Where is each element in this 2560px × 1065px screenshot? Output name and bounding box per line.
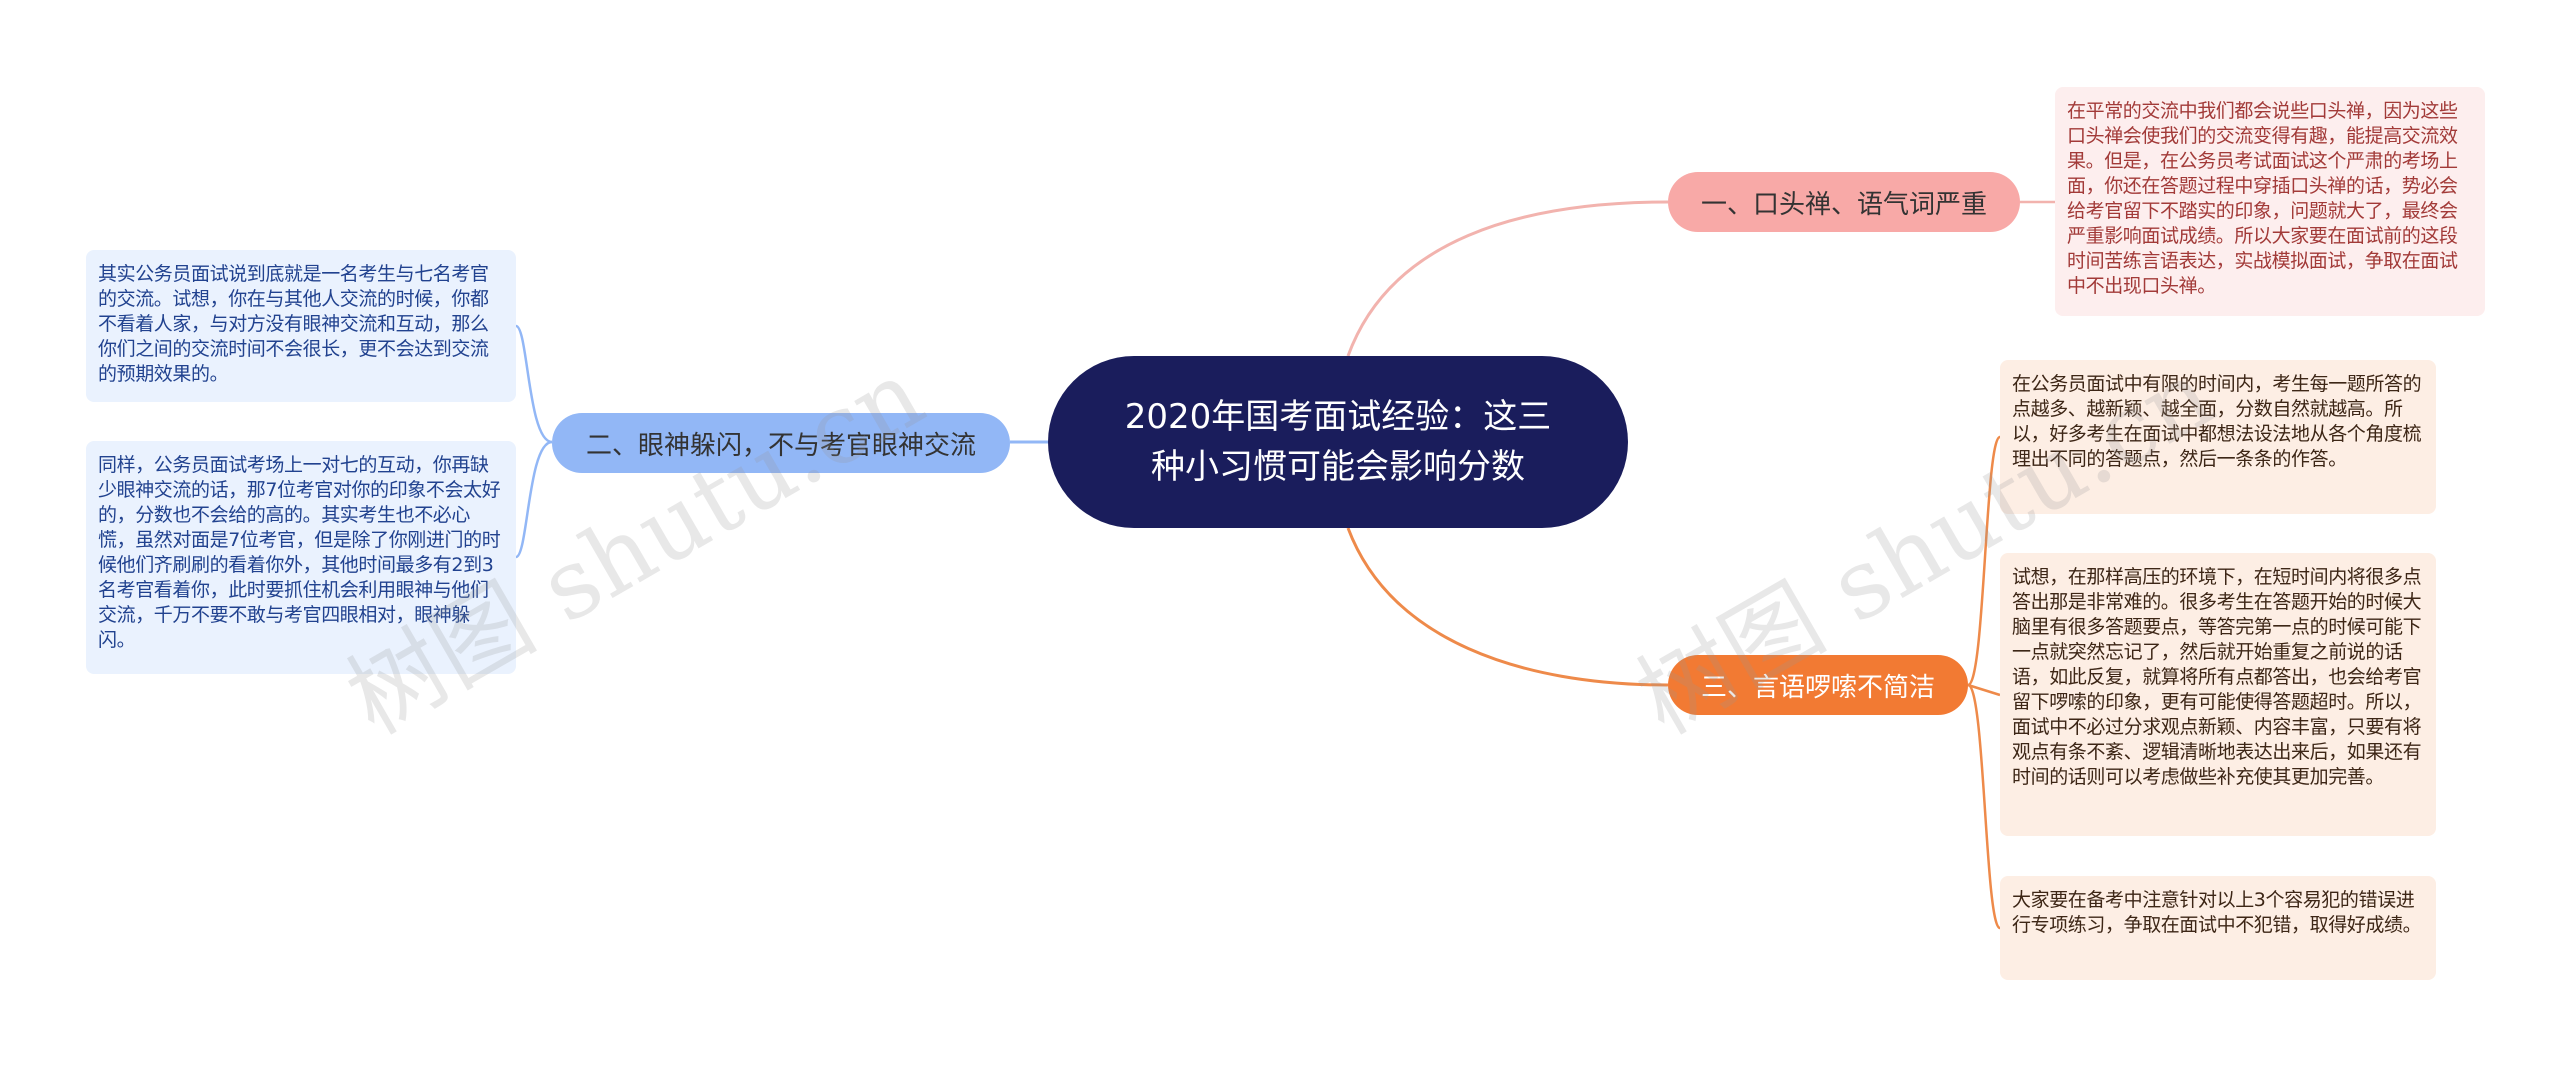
leaf-node-3-1-text: 在公务员面试中有限的时间内，考生每一题所答的点越多、越新颖、越全面，分数自然就越… [2012,373,2422,470]
leaf-node-3-3-text: 大家要在备考中注意针对以上3个容易犯的错误进行专项练习，争取在面试中不犯错，取得… [2012,889,2422,936]
leaf-node-3-3[interactable]: 大家要在备考中注意针对以上3个容易犯的错误进行专项练习，争取在面试中不犯错，取得… [2000,876,2436,980]
branch-node-1-label: 一、口头禅、语气词严重 [1700,189,1987,220]
link-center-branch3 [1346,527,1669,687]
leaf-node-3-2[interactable]: 试想，在那样高压的环境下，在短时间内将很多点答出那是非常难的。很多考生在答题开始… [2000,553,2436,836]
leaf-node-2-1-text: 其实公务员面试说到底就是一名考生与七名考官的交流。试想，你在与其他人交流的时候，… [98,263,489,385]
branch-node-3[interactable]: 三、言语啰嗦不简洁 [1668,655,1968,715]
branch-node-3-label: 三、言语啰嗦不简洁 [1700,672,1935,703]
leaf-node-1-1[interactable]: 在平常的交流中我们都会说些口头禅，因为这些口头禅会使我们的交流变得有趣，能提高交… [2055,87,2485,316]
leaf-node-2-2[interactable]: 同样，公务员面试考场上一对七的互动，你再缺少眼神交流的话，那7位考官对你的印象不… [86,441,516,674]
leaf-node-3-1[interactable]: 在公务员面试中有限的时间内，考生每一题所答的点越多、越新颖、越全面，分数自然就越… [2000,360,2436,514]
link-branch3-leaf3 [1966,683,2002,930]
link-branch3-leaf1 [1966,435,2002,687]
central-topic-title: 2020年国考面试经验：这三种小习惯可能会影响分数 [1124,397,1552,487]
link-center-branch1 [1346,200,1669,357]
central-topic[interactable]: 2020年国考面试经验：这三种小习惯可能会影响分数 [1048,356,1628,528]
link-branch2-leaf1 [514,324,553,444]
leaf-node-1-1-text: 在平常的交流中我们都会说些口头禅，因为这些口头禅会使我们的交流变得有趣，能提高交… [2067,100,2458,297]
link-branch3-leaf2 [1967,683,2001,697]
branch-node-2-label: 二、眼神躲闪，不与考官眼神交流 [585,430,976,461]
link-branch2-leaf2 [515,440,553,559]
leaf-node-2-2-text: 同样，公务员面试考场上一对七的互动，你再缺少眼神交流的话，那7位考官对你的印象不… [98,454,501,651]
branch-node-1[interactable]: 一、口头禅、语气词严重 [1668,172,2020,232]
branch-node-2[interactable]: 二、眼神躲闪，不与考官眼神交流 [552,413,1010,473]
leaf-node-3-2-text: 试想，在那样高压的环境下，在短时间内将很多点答出那是非常难的。很多考生在答题开始… [2012,566,2422,788]
leaf-node-2-1[interactable]: 其实公务员面试说到底就是一名考生与七名考官的交流。试想，你在与其他人交流的时候，… [86,250,516,402]
